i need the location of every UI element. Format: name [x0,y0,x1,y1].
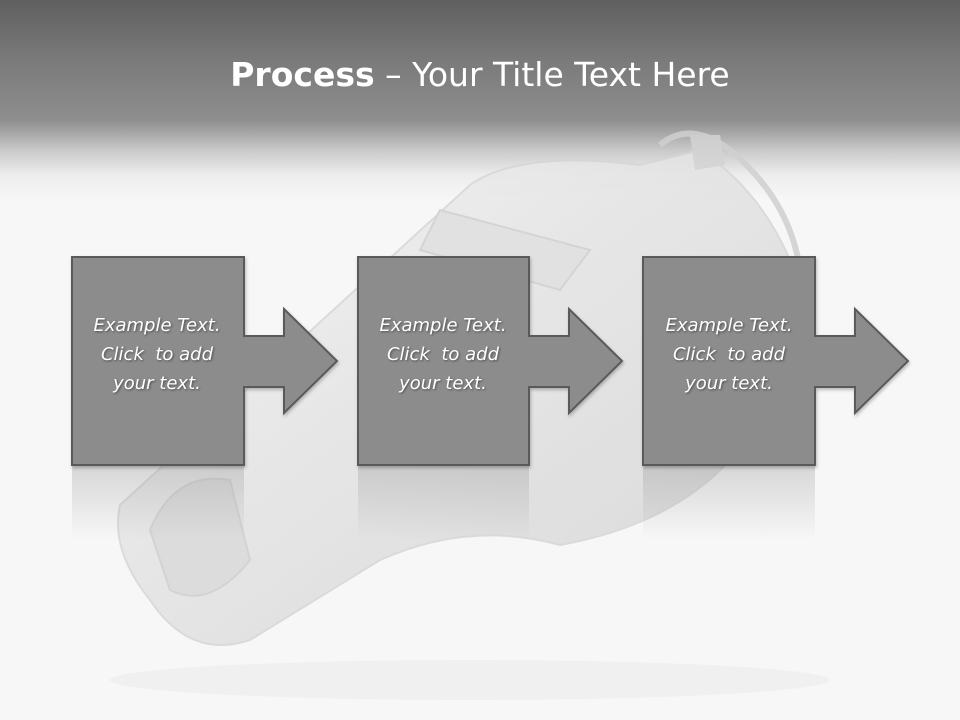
step-2-text[interactable]: Example Text. Click to add your text. [357,311,529,398]
title-bold-part: Process [230,55,375,94]
step-2-reflection [358,466,529,540]
step-2-line-1: Example Text. [379,315,507,336]
step-1-shape [71,256,339,466]
step-1-line-1: Example Text. [93,315,221,336]
slide-title[interactable]: Process – Your Title Text Here [0,52,960,98]
step-2-line-2: Click to add [386,344,499,365]
title-rest-part: – Your Title Text Here [374,55,730,94]
step-3-line-2: Click to add [672,344,785,365]
step-1-reflection [72,466,244,540]
step-2-line-3: your text. [399,373,487,394]
step-3-shape [642,256,910,466]
step-1-line-3: your text. [113,373,201,394]
step-1-line-2: Click to add [100,344,213,365]
step-2-shape [357,256,624,466]
step-3-text[interactable]: Example Text. Click to add your text. [643,311,815,398]
step-3-line-1: Example Text. [665,315,793,336]
header-band [0,0,960,200]
step-3-reflection [643,466,815,540]
step-3-line-3: your text. [685,373,773,394]
step-1-text[interactable]: Example Text. Click to add your text. [71,311,243,398]
